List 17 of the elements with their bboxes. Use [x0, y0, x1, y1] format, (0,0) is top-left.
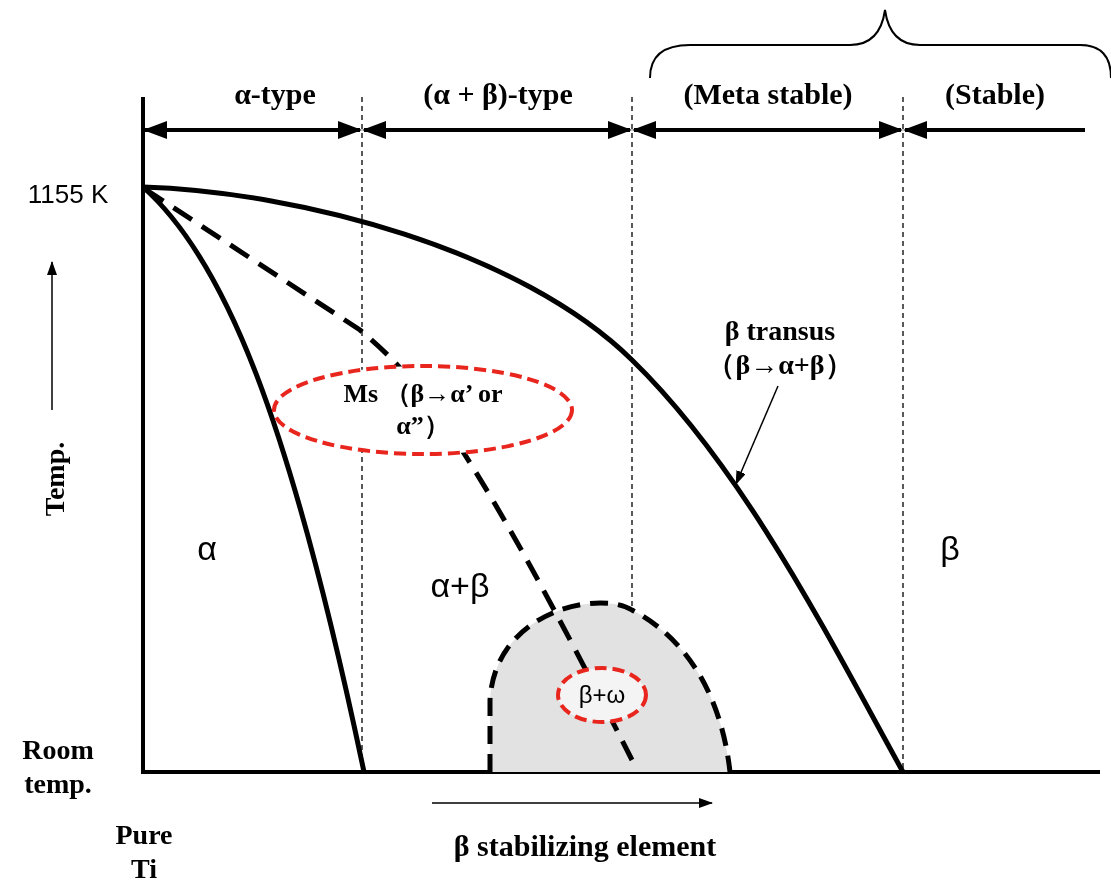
temperature-value: 1155 K	[26, 178, 110, 210]
transus-curve	[142, 184, 906, 774]
phase-label: β+ω	[577, 680, 627, 710]
column-heading: (α + β)-type	[422, 78, 574, 110]
phase-label: β	[939, 528, 961, 568]
curve-label: β transus （β→α+β）	[706, 314, 854, 382]
phase-label: α+β	[429, 565, 491, 605]
column-heading: α-type	[233, 78, 317, 110]
phase-label: α	[196, 528, 218, 568]
leader-line	[735, 385, 779, 485]
column-heading: (Meta stable)	[682, 78, 854, 110]
phase-label: Ms （β→α’ or α”）	[342, 378, 504, 442]
axis-label: Pure Ti	[114, 818, 174, 886]
axis-label: β stabilizing element	[452, 828, 718, 864]
axis-label: Room temp.	[21, 733, 95, 801]
axis-label: Temp.	[38, 440, 71, 519]
column-heading: (Stable)	[944, 78, 1046, 110]
